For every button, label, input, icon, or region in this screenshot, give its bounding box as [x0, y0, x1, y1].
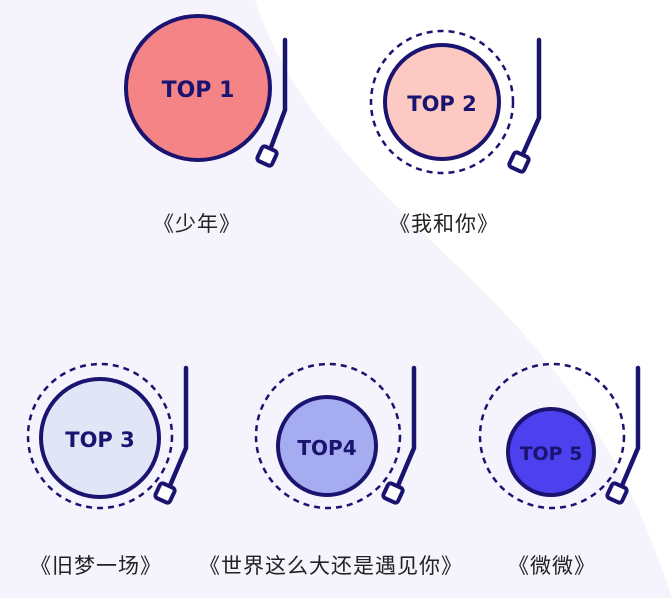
dashed-ring: [254, 362, 402, 510]
song-title-top-3: 《旧梦一场》: [30, 554, 162, 578]
tonearm: [519, 37, 542, 159]
song-title-top-5: 《微微》: [508, 554, 596, 578]
tonearm-head: [605, 481, 629, 505]
tonearm-head: [255, 144, 279, 168]
song-title-top-2: 《我和你》: [389, 212, 499, 236]
song-title-top-1: 《少年》: [153, 212, 241, 236]
rank-label: TOP4: [297, 436, 356, 460]
tonearm: [618, 365, 641, 491]
disc: [383, 43, 501, 161]
dashed-ring: [478, 362, 626, 510]
tonearm-head: [381, 481, 405, 505]
tonearm-head: [153, 481, 177, 505]
dashed-ring: [26, 362, 174, 510]
rank-label: TOP 1: [162, 78, 235, 103]
tonearm: [267, 37, 288, 153]
disc: [506, 407, 596, 497]
tonearm: [166, 365, 189, 491]
record-top-5: TOP 5: [478, 362, 641, 510]
record-top-3: TOP 3: [26, 362, 189, 510]
record-top-2: TOP 2: [369, 29, 542, 175]
disc: [39, 377, 161, 499]
rank-label: TOP 3: [65, 428, 135, 452]
disc: [276, 395, 378, 497]
disc: [124, 14, 272, 162]
record-top-1: TOP 1: [124, 14, 288, 168]
rank-label: TOP 5: [520, 443, 583, 465]
record-top-4: TOP4: [254, 362, 417, 510]
tonearm-head: [507, 150, 531, 174]
song-title-top-4: 《世界这么大还是遇见你》: [199, 554, 463, 578]
dashed-ring: [369, 29, 515, 175]
tonearm: [394, 365, 417, 491]
rank-label: TOP 2: [407, 92, 477, 116]
